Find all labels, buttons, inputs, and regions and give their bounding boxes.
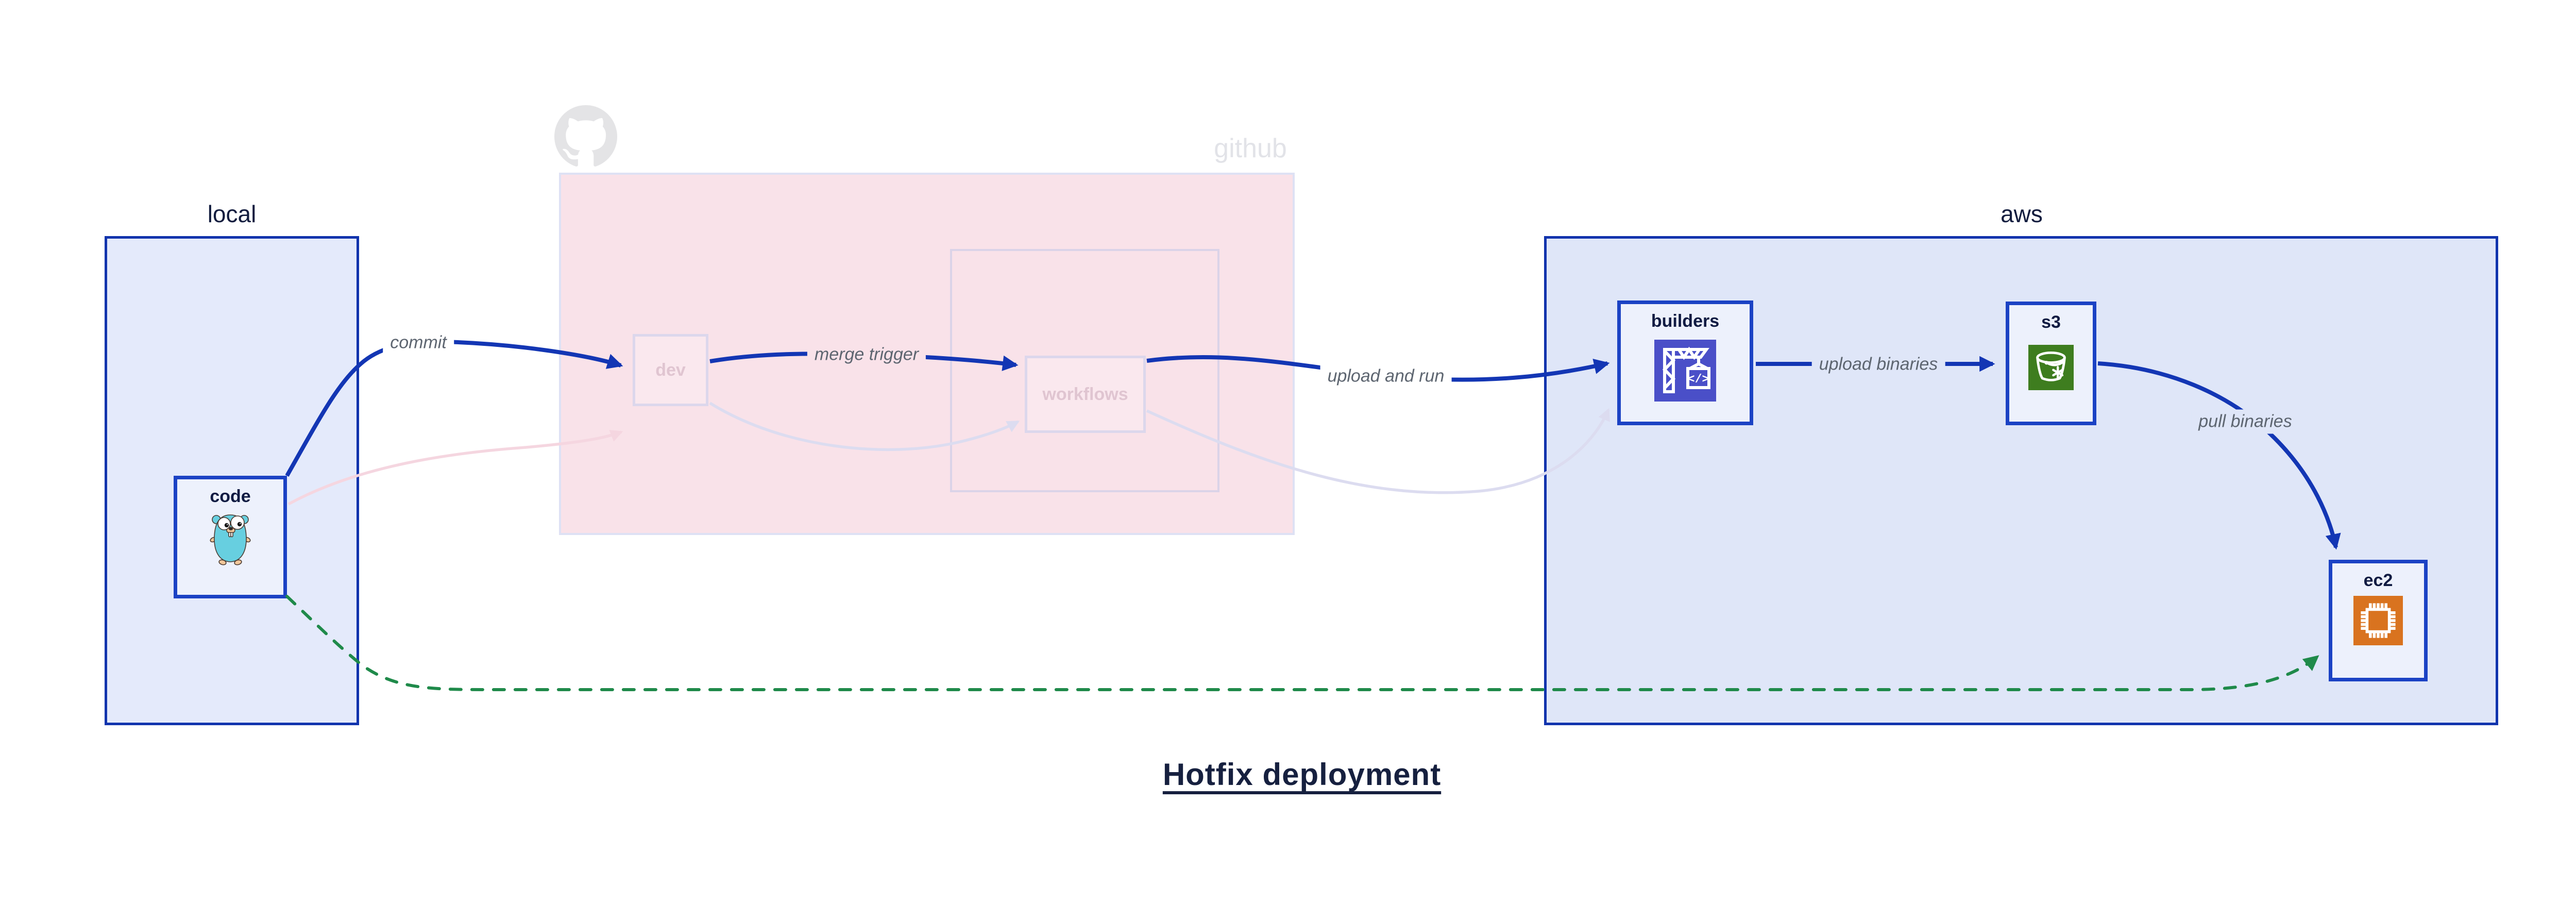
local-container-label: local	[207, 201, 257, 227]
diagram-title: Hotfix deployment	[1162, 757, 1442, 792]
node-ec2-label: ec2	[2363, 571, 2393, 590]
edge-label-upload-binaries: upload binaries	[1811, 352, 1945, 377]
node-workflows: workflows	[1025, 356, 1146, 433]
github-octocat-icon	[554, 105, 617, 166]
node-builders: builders </>	[1617, 300, 1753, 425]
go-gopher-icon	[210, 514, 251, 565]
edge-label-commit: commit	[383, 330, 454, 355]
node-workflows-label: workflows	[1042, 384, 1128, 404]
edge-label-merge-trigger: merge trigger	[807, 342, 926, 367]
aws-container-label: aws	[2001, 201, 2043, 227]
node-ec2: ec2	[2329, 560, 2428, 681]
node-code-label: code	[210, 487, 251, 506]
node-s3-label: s3	[2041, 312, 2061, 332]
node-dev: dev	[633, 334, 708, 406]
node-s3: s3	[2006, 302, 2096, 425]
aws-s3-glacier-bucket-icon	[2028, 345, 2074, 390]
edge-label-upload-and-run: upload and run	[1320, 364, 1452, 389]
github-container-label: github	[1214, 133, 1287, 163]
edge-label-pull-binaries: pull binaries	[2191, 409, 2299, 434]
aws-codebuild-crane-icon: </>	[1654, 340, 1716, 402]
svg-text:</>: </>	[1688, 373, 1709, 386]
aws-ec2-chip-icon	[2353, 596, 2403, 645]
node-code: code	[174, 476, 287, 598]
node-dev-label: dev	[655, 360, 686, 380]
node-builders-label: builders	[1651, 311, 1720, 331]
